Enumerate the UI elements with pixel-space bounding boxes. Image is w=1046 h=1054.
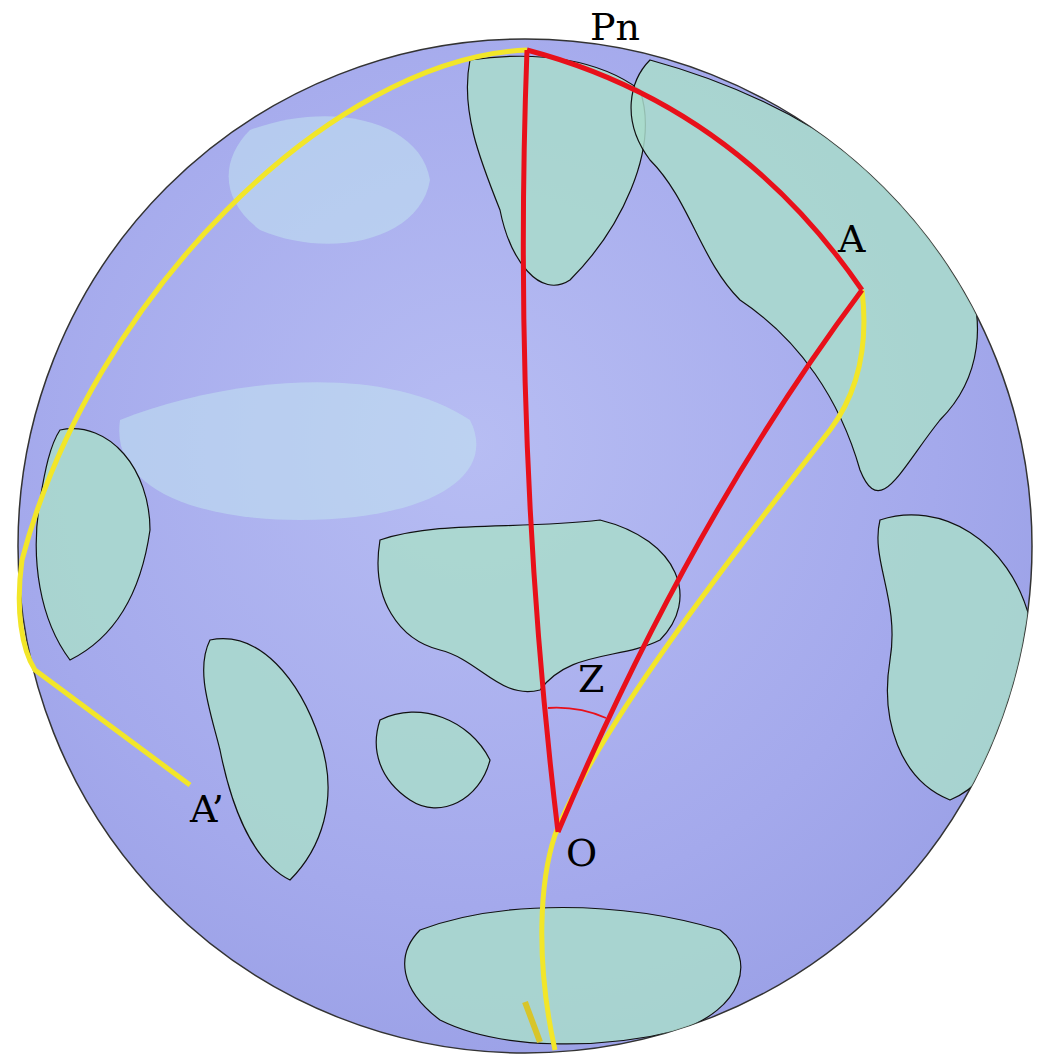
point-label: O (566, 834, 597, 872)
great-circle (19, 50, 527, 785)
great-circle (525, 1002, 540, 1042)
triangle-side (523, 50, 558, 832)
point-label: Z (578, 660, 604, 698)
point-label: Pn (590, 8, 640, 46)
globe (18, 39, 1032, 1053)
great-circle (542, 290, 864, 1050)
angle-arc (548, 708, 606, 718)
triangle-side (527, 50, 862, 290)
point-label: A (838, 220, 865, 258)
triangle-side (558, 290, 862, 832)
point-label: A’ (190, 790, 224, 828)
